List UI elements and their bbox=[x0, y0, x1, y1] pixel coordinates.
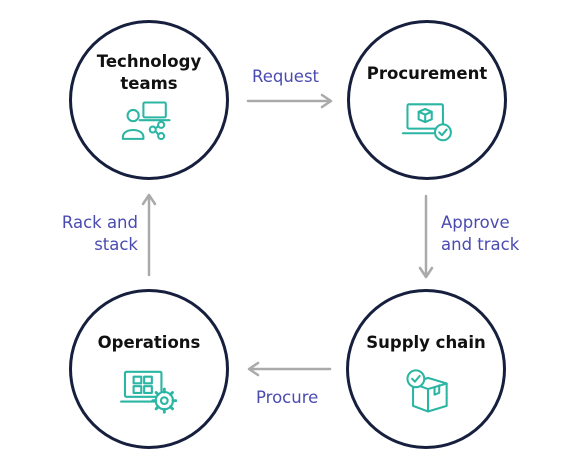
node-title-operations: Operations bbox=[97, 333, 201, 352]
edge-label-rack-and-stack-line2: stack bbox=[94, 235, 138, 254]
node-title-technology-teams-line2: teams bbox=[120, 74, 178, 93]
edge-label-rack-and-stack: Rack and stack bbox=[52, 212, 138, 256]
laptop-grid-gear-icon bbox=[120, 370, 177, 414]
edge-label-procure: Procure bbox=[256, 388, 319, 407]
box-check-icon bbox=[406, 369, 448, 413]
rack-and-stack-arrow bbox=[141, 193, 157, 277]
node-title-technology-teams: Technology teams bbox=[72, 51, 226, 95]
edge-label-request: Request bbox=[252, 67, 320, 86]
node-title-supply-chain: Supply chain bbox=[366, 333, 486, 352]
node-procurement: Procurement bbox=[347, 20, 507, 180]
approve-and-track-arrow bbox=[418, 194, 434, 279]
edge-label-approve-and-track-line2: and track bbox=[441, 235, 520, 254]
edge-label-rack-and-stack-line1: Rack and bbox=[61, 213, 138, 232]
edge-label-approve-and-track: Approve and track bbox=[441, 212, 519, 256]
request-arrow bbox=[246, 93, 333, 109]
node-title-procurement: Procurement bbox=[366, 64, 488, 83]
procure-arrow bbox=[247, 361, 332, 377]
node-operations: Operations bbox=[69, 289, 229, 449]
user-network-laptop-icon bbox=[121, 101, 171, 141]
laptop-cube-check-icon bbox=[401, 103, 452, 142]
node-technology-teams: Technology teams bbox=[69, 20, 229, 180]
edge-label-approve-and-track-line1: Approve bbox=[441, 213, 510, 232]
node-title-technology-teams-line1: Technology bbox=[96, 52, 202, 71]
node-supply-chain: Supply chain bbox=[346, 289, 506, 449]
